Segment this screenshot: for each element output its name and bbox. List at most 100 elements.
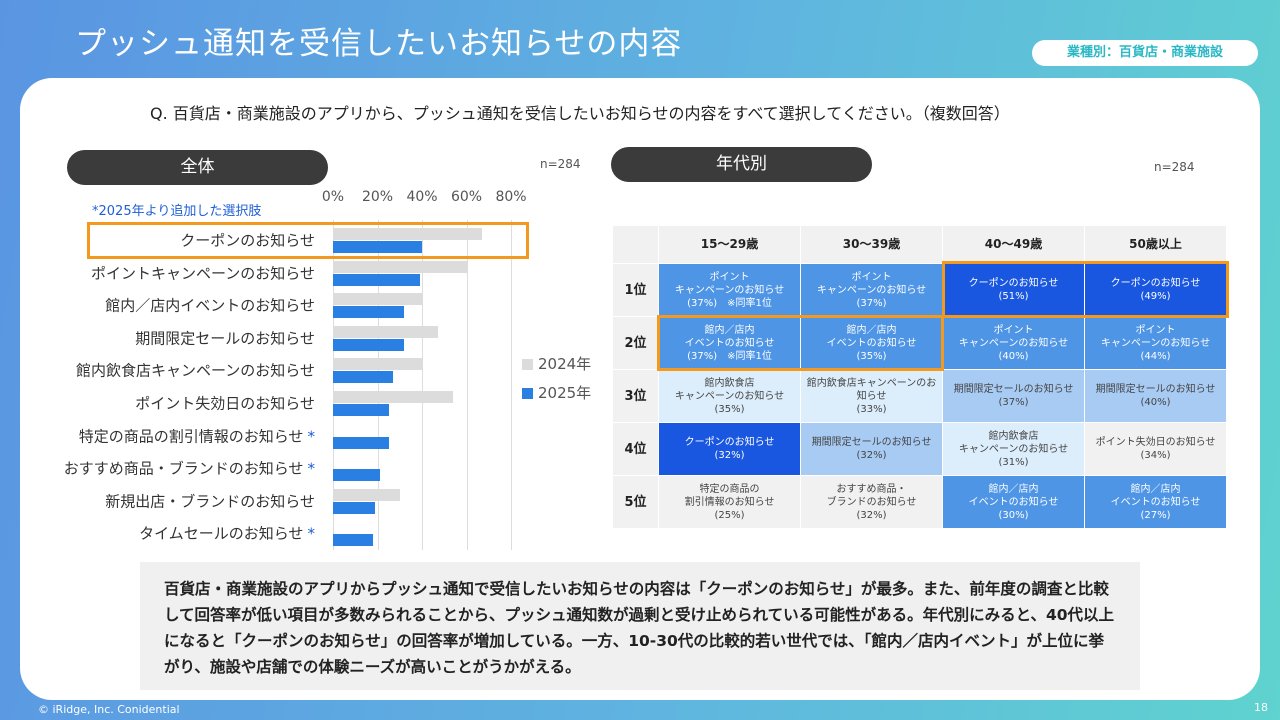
category-text: 館内／店内イベントのお知らせ [105, 296, 315, 315]
rank-cell: 館内／店内 イベントのお知らせ (30%) [942, 475, 1085, 529]
category-label: おすすめ商品・ブランドのお知らせ* [64, 458, 315, 479]
legend-item: 2024年 [522, 353, 591, 374]
legend-swatch [522, 388, 533, 399]
x-tick-label: 20% [361, 189, 394, 205]
category-label: クーポンのお知らせ [180, 230, 315, 251]
coupon-highlight-box [87, 222, 529, 259]
bar-2025年 [333, 338, 405, 351]
gridline [377, 220, 379, 550]
age-header: 15〜29歳 [658, 225, 801, 264]
rank-cell: 特定の商品の 割引情報のお知らせ (25%) [658, 475, 801, 529]
corner-cell [612, 225, 659, 264]
rank-row: 3位館内飲食店 キャンペーンのお知らせ (35%)館内飲食店キャンペーンのお 知… [612, 369, 1227, 423]
age-heading: 年代別 [611, 147, 872, 182]
category-text: クーポンのお知らせ [180, 231, 315, 250]
rank-cell: ポイント キャンペーンのお知らせ (40%) [942, 316, 1085, 370]
age-header: 40〜49歳 [942, 225, 1085, 264]
top-rank-highlight-box [942, 261, 1229, 318]
rank-cell: ポイント失効日のお知らせ (34%) [1084, 422, 1227, 476]
bar-2024年 [333, 293, 422, 306]
category-label: 館内／店内イベントのお知らせ [105, 295, 315, 316]
rank-cell: ポイント キャンペーンのお知らせ (37%) [800, 263, 943, 317]
rank-label: 3位 [612, 369, 659, 423]
legend-label: 2025年 [538, 384, 592, 402]
age-header: 50歳以上 [1084, 225, 1227, 264]
age-sample-size: n=284 [1154, 160, 1195, 174]
bar-2024年 [333, 260, 467, 273]
category-label: 特定の商品の割引情報のお知らせ* [79, 425, 315, 446]
bar-2025年 [333, 371, 394, 384]
footer-copyright: © iRidge, Inc. Conidential [38, 703, 180, 716]
bar-2024年 [333, 488, 400, 501]
rank-cell: 期間限定セールのお知らせ (37%) [942, 369, 1085, 423]
bar-2025年 [333, 404, 389, 416]
x-tick-label: 60% [450, 189, 483, 205]
rank-cell: 期間限定セールのお知らせ (40%) [1084, 369, 1227, 423]
summary-text: 百貨店・商業施設のアプリからプッシュ通知で受信したいお知らせの内容は「クーポンの… [140, 562, 1140, 690]
rank-cell: 館内飲食店キャンペーンのお 知らせ (33%) [800, 369, 943, 423]
rank-cell: 館内／店内 イベントのお知らせ (37%) ※同率1位 [658, 316, 801, 370]
rank-cell: ポイント キャンペーンのお知らせ (37%) ※同率1位 [658, 263, 801, 317]
rank-cell: クーポンのお知らせ (49%) [1084, 263, 1227, 317]
bar-2025年 [333, 306, 405, 319]
rank-label: 1位 [612, 263, 659, 317]
gridline [422, 220, 423, 550]
x-tick-label: 0% [321, 189, 345, 205]
gridline [333, 220, 334, 550]
added-option-note: *2025年より追加した選択肢 [92, 204, 262, 219]
category-label: 期間限定セールのお知らせ [135, 327, 315, 348]
category-text: 館内飲食店キャンペーンのお知らせ [76, 361, 315, 380]
age-header: 30〜39歳 [800, 225, 943, 264]
rank-cell: 館内／店内 イベントのお知らせ (27%) [1084, 475, 1227, 529]
legend-label: 2024年 [538, 355, 592, 373]
bar-2024年 [333, 391, 454, 403]
question-text: Q. 百貨店・商業施設のアプリから、プッシュ通知を受信したいお知らせの内容をすべ… [150, 104, 1010, 123]
gridline [511, 220, 512, 550]
category-text: 期間限定セールのお知らせ [135, 329, 315, 348]
bar-2025年 [333, 501, 376, 514]
bar-2025年 [333, 436, 389, 449]
bar-2025年 [333, 241, 422, 253]
bar-2024年 [333, 228, 483, 240]
rank-row: 5位特定の商品の 割引情報のお知らせ (25%)おすすめ商品・ ブランドのお知ら… [612, 475, 1227, 529]
x-tick-label: 40% [406, 189, 438, 205]
category-text: 新規出店・ブランドのお知らせ [105, 492, 315, 511]
page-number: 18 [1254, 701, 1268, 714]
bar-2024年 [333, 358, 422, 371]
rank-cell: 館内飲食店 キャンペーンのお知らせ (31%) [942, 422, 1085, 476]
rank-cell: 期間限定セールのお知らせ (32%) [800, 422, 943, 476]
rank-row: 4位クーポンのお知らせ (32%)期間限定セールのお知らせ (32%)館内飲食店… [612, 422, 1227, 476]
legend-item: 2025年 [522, 382, 591, 403]
new-option-star: * [307, 524, 316, 543]
rank-cell: ポイント キャンペーンのお知らせ (44%) [1084, 316, 1227, 370]
overall-heading: 全体 [67, 150, 328, 185]
rank-cell: 館内飲食店 キャンペーンのお知らせ (35%) [658, 369, 801, 423]
event-highlight-box [657, 315, 944, 371]
rank-label: 5位 [612, 475, 659, 529]
category-text: ポイントキャンペーンのお知らせ [91, 264, 315, 283]
new-option-star: * [307, 459, 316, 478]
legend-swatch [522, 359, 533, 370]
category-text: タイムセールのお知らせ [139, 524, 304, 543]
rank-cell: おすすめ商品・ ブランドのお知らせ (32%) [800, 475, 943, 529]
category-label: タイムセールのお知らせ* [139, 523, 315, 544]
bar-2025年 [333, 273, 420, 286]
rank-label: 2位 [612, 316, 659, 370]
category-label: ポイントキャンペーンのお知らせ [91, 262, 315, 283]
new-option-star: * [307, 427, 316, 446]
bar-2025年 [333, 534, 374, 547]
gridline [466, 220, 468, 550]
bar-2025年 [333, 469, 380, 482]
rank-label: 4位 [612, 422, 659, 476]
bar-2024年 [333, 325, 438, 338]
overall-sample-size: n=284 [540, 157, 581, 171]
category-text: おすすめ商品・ブランドのお知らせ [63, 459, 304, 478]
category-label: 新規出店・ブランドのお知らせ [105, 490, 315, 511]
slide-title: プッシュ通知を受信したいお知らせの内容 [75, 26, 683, 62]
rank-cell: クーポンのお知らせ (51%) [942, 263, 1085, 317]
category-text: 特定の商品の割引情報のお知らせ [78, 427, 304, 446]
rank-cell: クーポンのお知らせ (32%) [658, 422, 801, 476]
category-text: ポイント失効日のお知らせ [135, 394, 315, 413]
